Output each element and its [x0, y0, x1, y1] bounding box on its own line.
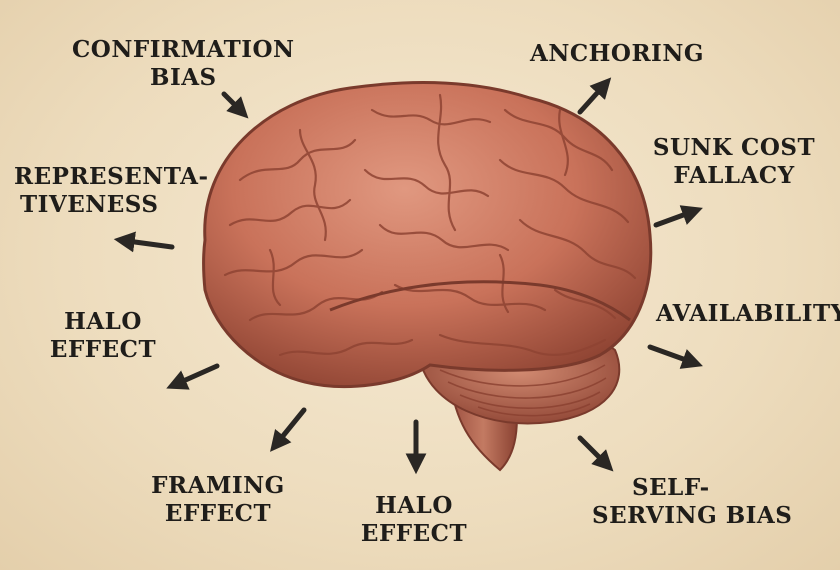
label-line: EFFECT [49, 336, 157, 363]
label-line: HALO [375, 492, 453, 519]
label-line: HALO [64, 308, 142, 335]
label-representativeness: REPRESENTA- TIVENESS [14, 163, 209, 219]
arrow-icon [166, 363, 220, 390]
label-availability: AVAILABILITY [656, 300, 840, 328]
label-confirmation-bias: CONFIRMATION BIAS [72, 36, 295, 92]
arrow-group [113, 77, 703, 475]
label-line: REPRESENTA- [14, 163, 209, 190]
arrow-icon [221, 91, 249, 119]
arrow-icon [113, 231, 175, 253]
arrow-icon [577, 77, 612, 115]
arrow-icon [270, 407, 307, 452]
label-line: AVAILABILITY [656, 300, 840, 327]
label-line: SERVING BIAS [592, 502, 793, 529]
label-line: SUNK COST [652, 134, 816, 161]
arrow-icon [647, 344, 703, 369]
label-line: CONFIRMATION [72, 36, 295, 63]
arrow-icon [577, 435, 614, 472]
label-line: EFFECT [360, 520, 468, 547]
label-line: ANCHORING [530, 40, 704, 67]
arrow-icon [653, 205, 703, 228]
label-line: SELF- [632, 474, 710, 501]
label-anchoring: ANCHORING [530, 40, 704, 68]
label-halo-effect-left: HALO EFFECT [48, 308, 158, 364]
label-halo-effect-bottom: HALO EFFECT [358, 492, 470, 548]
label-framing-effect: FRAMING EFFECT [148, 472, 288, 528]
label-line: TIVENESS [20, 191, 159, 218]
label-line: BIAS [150, 64, 217, 91]
label-line: FALLACY [673, 162, 795, 189]
label-line: FRAMING [151, 472, 285, 499]
label-line: EFFECT [164, 500, 272, 527]
label-self-serving-bias: SELF- SERVING BIAS [592, 474, 792, 530]
label-sunk-cost-fallacy: SUNK COST FALLACY [650, 134, 818, 190]
cerebrum [202, 81, 653, 388]
